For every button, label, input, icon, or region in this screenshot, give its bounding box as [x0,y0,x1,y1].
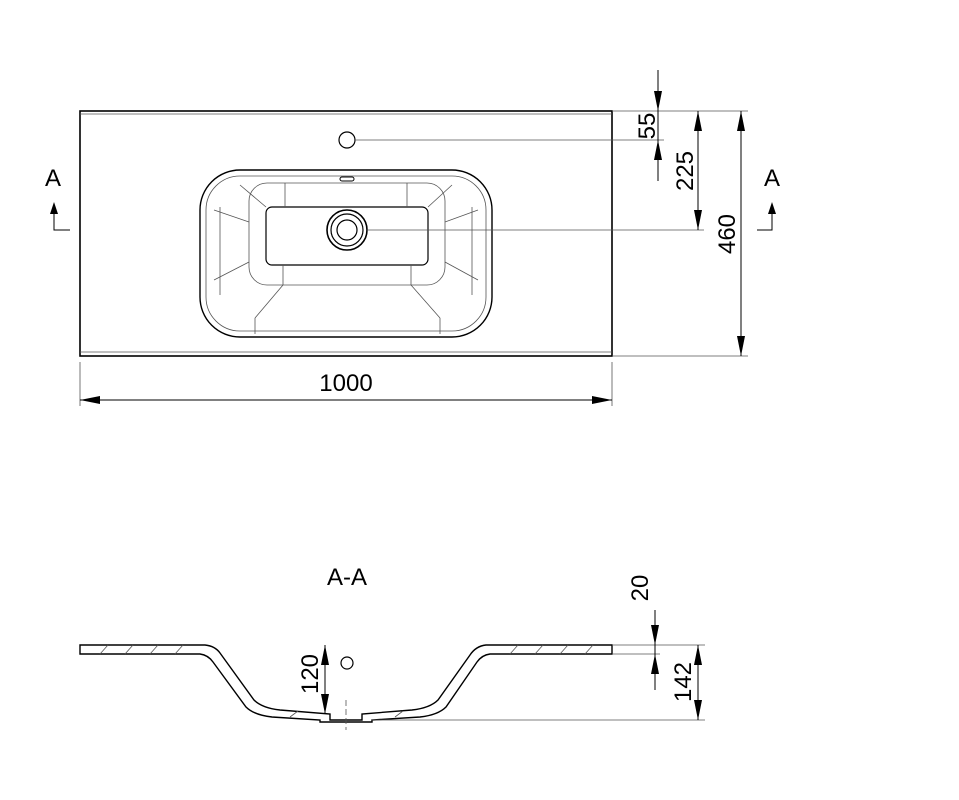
dim-taphole-label: 55 [634,113,661,140]
bowl-outer [199,169,493,338]
drain-inner [336,219,358,241]
dim-depth-label: 460 [714,214,741,254]
overflow-hole [340,656,354,670]
dim-taphole: 55 [634,70,662,181]
drain-mid [330,213,364,247]
section-marker-right: A [757,165,780,231]
top-view: 55 225 460 1000 A [45,70,780,406]
section-marker-right-label: A [764,165,780,192]
bowl-facets [213,183,479,334]
dim-total-height-label: 142 [670,662,697,702]
dim-bowl-depth: 120 [297,645,329,714]
section-view: A-A 20 [79,564,705,730]
bowl-floor [265,206,429,266]
overflow-slot [339,176,355,182]
countertop-outline [79,110,613,357]
section-marker-left: A [45,165,70,231]
dim-drain-label: 225 [672,151,699,191]
dim-bowl-depth-label: 120 [297,654,324,694]
tap-hole [338,131,356,149]
dim-total-height: 142 [670,645,702,720]
dim-rim: 20 [627,575,659,690]
dim-width-label: 1000 [319,370,372,397]
section-extension-lines [372,644,705,721]
dim-drain: 225 [672,111,702,230]
extension-lines [79,110,748,406]
dim-width: 1000 [80,370,612,404]
section-title: A-A [327,564,367,591]
drain-outer [326,209,368,251]
dim-rim-label: 20 [627,575,654,602]
section-marker-left-label: A [45,165,61,192]
section-hatching [99,644,594,718]
dim-depth: 460 [714,111,745,356]
